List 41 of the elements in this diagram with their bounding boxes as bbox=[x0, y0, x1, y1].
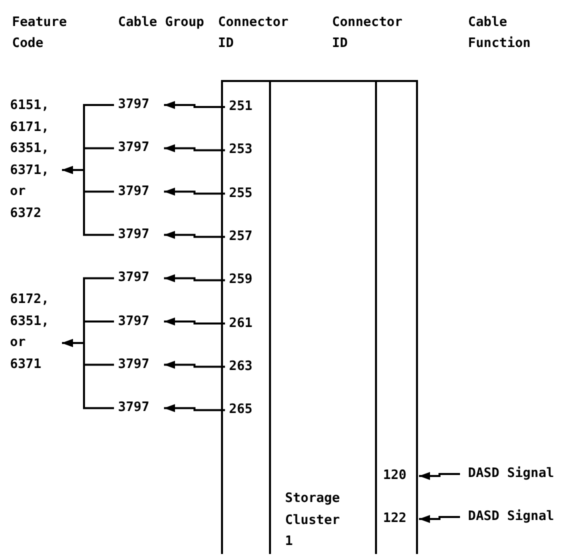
storage-cluster-box bbox=[221, 80, 418, 554]
connector-id: 263 bbox=[225, 356, 265, 377]
column-header: Connector ID bbox=[218, 14, 290, 53]
arrow bbox=[164, 144, 225, 152]
cable-group: 3797 bbox=[114, 138, 164, 158]
arrow bbox=[164, 360, 225, 369]
arrow bbox=[62, 166, 114, 236]
column-header: Feature Code bbox=[12, 14, 68, 53]
connector-id: 255 bbox=[225, 184, 265, 204]
arrow bbox=[164, 318, 225, 326]
cable-group: 3797 bbox=[114, 224, 164, 245]
cable-function: DASD Signal bbox=[460, 507, 570, 527]
connector-id: 257 bbox=[225, 226, 265, 247]
cable-group: 3797 bbox=[114, 182, 164, 202]
cable-group: 3797 bbox=[114, 312, 164, 332]
connector-id: 261 bbox=[225, 314, 265, 334]
feature-code: 6151, 6171, 6351, 6371, or 6372 bbox=[10, 95, 62, 225]
cable-group: 3797 bbox=[114, 268, 164, 288]
connector-id: 259 bbox=[225, 270, 265, 290]
column-header: Cable Group bbox=[118, 14, 206, 32]
connector-id: 253 bbox=[225, 140, 265, 160]
connector-id: 120 bbox=[379, 466, 419, 486]
feature-code: 6172, 6351, or 6371 bbox=[10, 289, 62, 376]
column-header: Cable Function bbox=[468, 14, 532, 53]
arrow bbox=[164, 230, 225, 239]
cable-function: DASD Signal bbox=[460, 464, 570, 484]
cable-group: 3797 bbox=[114, 398, 164, 418]
arrow bbox=[419, 515, 460, 523]
connector-id: 251 bbox=[225, 97, 265, 117]
arrow bbox=[164, 274, 225, 282]
box-title: Storage Cluster 1 bbox=[285, 490, 341, 552]
connector-id: 122 bbox=[379, 509, 419, 529]
arrow bbox=[62, 339, 114, 410]
arrow bbox=[419, 472, 460, 480]
cable-group: 3797 bbox=[114, 95, 164, 115]
arrow bbox=[164, 101, 225, 109]
column-header: Connector ID bbox=[332, 14, 404, 53]
arrow bbox=[164, 404, 225, 412]
connector-id: 265 bbox=[225, 400, 265, 420]
arrow bbox=[164, 188, 225, 196]
cable-group: 3797 bbox=[114, 354, 164, 375]
